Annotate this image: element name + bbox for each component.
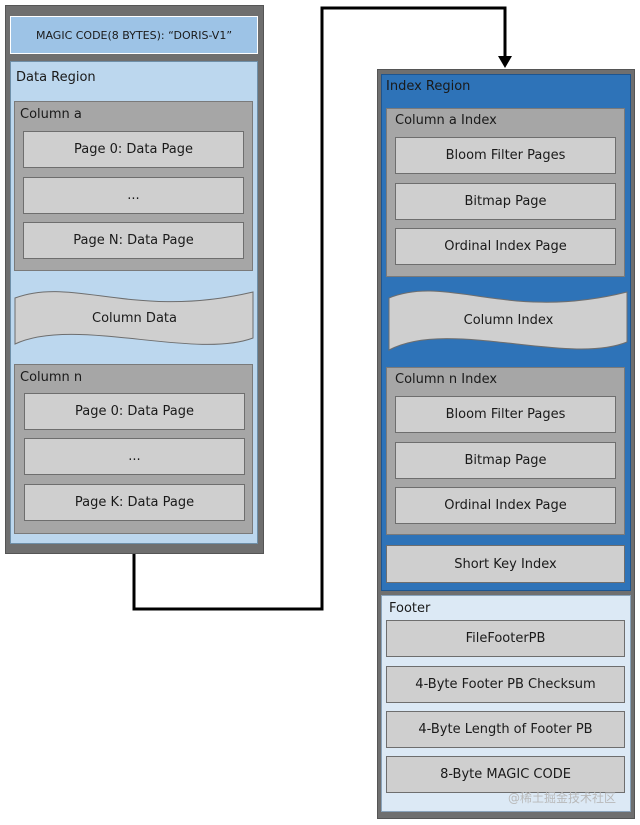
index-page-label: Bloom Filter Pages (445, 407, 566, 422)
column-a-index-title: Column a Index (395, 113, 497, 128)
data-page-label: Page 0: Data Page (73, 142, 194, 157)
ordinal-index-page-n: Ordinal Index Page (395, 487, 616, 524)
footer-item-label: FileFooterPB (465, 631, 546, 646)
footer-magic-code: 8-Byte MAGIC CODE (386, 756, 625, 793)
data-page-label: Page K: Data Page (74, 495, 195, 510)
bloom-filter-pages-a: Bloom Filter Pages (395, 137, 616, 174)
data-page-label: ... (127, 188, 140, 203)
data-page-n-k: Page K: Data Page (24, 484, 245, 521)
bitmap-page-n: Bitmap Page (395, 442, 616, 479)
data-page-a-n: Page N: Data Page (23, 222, 244, 259)
index-page-label: Bitmap Page (464, 453, 547, 468)
data-region-title: Data Region (16, 70, 96, 85)
column-n-title: Column n (20, 370, 83, 385)
data-page-a-ellipsis: ... (23, 177, 244, 214)
footer-item-label: 4-Byte Length of Footer PB (418, 722, 593, 737)
index-region-title: Index Region (386, 79, 471, 94)
column-index-wave (388, 290, 628, 351)
index-page-label: Ordinal Index Page (444, 239, 567, 254)
data-page-n-0: Page 0: Data Page (24, 393, 245, 430)
short-key-index: Short Key Index (386, 545, 625, 583)
column-a-title: Column a (20, 107, 82, 122)
footer-item-label: 4-Byte Footer PB Checksum (415, 677, 596, 692)
index-page-label: Bloom Filter Pages (445, 148, 566, 163)
index-page-label: Bitmap Page (464, 194, 547, 209)
bloom-filter-pages-n: Bloom Filter Pages (395, 396, 616, 433)
data-page-label: Page N: Data Page (73, 233, 194, 248)
footer-pb-checksum: 4-Byte Footer PB Checksum (386, 666, 625, 703)
bitmap-page-a: Bitmap Page (395, 183, 616, 220)
column-data-wave (14, 291, 254, 345)
file-footer-pb: FileFooterPB (386, 620, 625, 657)
data-page-a-0: Page 0: Data Page (23, 131, 244, 168)
footer-title: Footer (389, 601, 431, 616)
magic-code-header: MAGIC CODE(8 BYTES): “DORIS-V1” (10, 16, 258, 54)
watermark: @稀土掘金技术社区 (508, 791, 617, 805)
data-page-label: ... (128, 449, 141, 464)
index-page-label: Ordinal Index Page (444, 498, 567, 513)
data-page-n-ellipsis: ... (24, 438, 245, 475)
column-data-label: Column Data (92, 310, 177, 326)
magic-code-label: MAGIC CODE(8 BYTES): “DORIS-V1” (35, 28, 233, 42)
footer-pb-length: 4-Byte Length of Footer PB (386, 711, 625, 748)
footer-item-label: 8-Byte MAGIC CODE (440, 767, 571, 782)
ordinal-index-page-a: Ordinal Index Page (395, 228, 616, 265)
column-n-index-title: Column n Index (395, 372, 498, 387)
short-key-index-label: Short Key Index (454, 556, 557, 572)
column-index-label: Column Index (463, 312, 554, 328)
data-page-label: Page 0: Data Page (74, 404, 195, 419)
